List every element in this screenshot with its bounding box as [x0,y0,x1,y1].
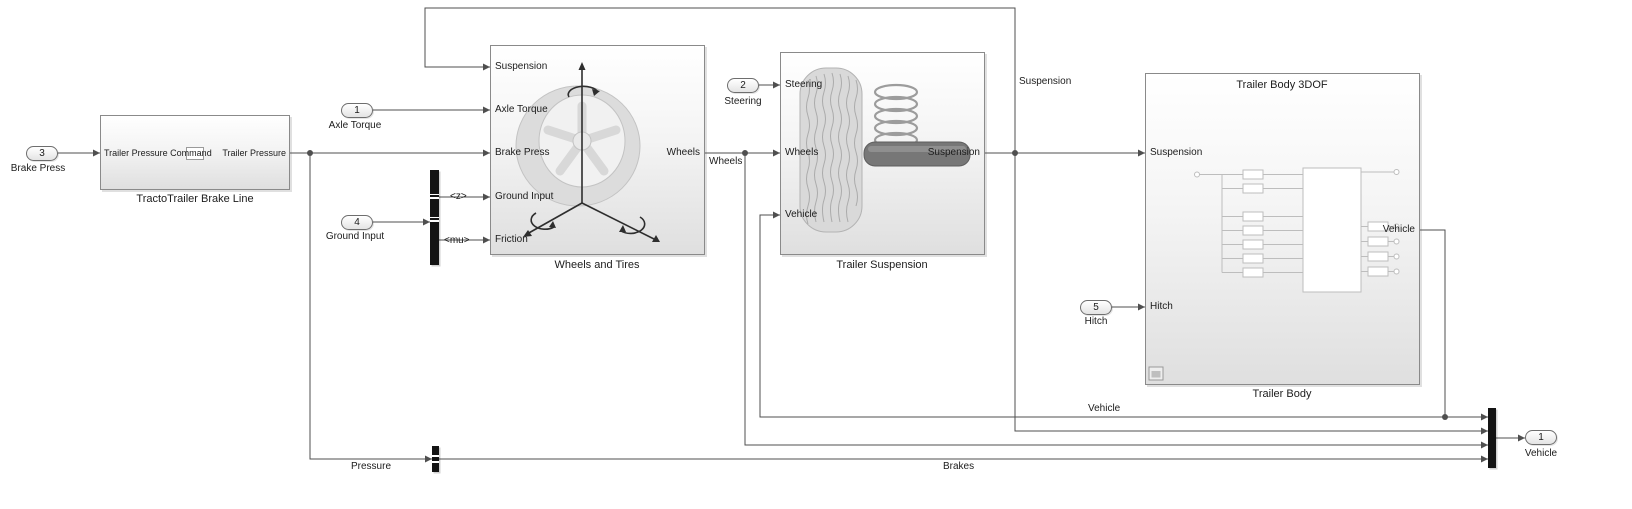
bus-selector-bar[interactable] [430,170,439,265]
ts-out-suspension: Suspension [927,147,980,158]
wt-in-suspension: Suspension [495,61,548,72]
tb-out-vehicle: Vehicle [1382,224,1415,235]
inport-axle-torque[interactable]: 1 [341,102,373,118]
brake-line-input-label: Trailer Pressure Command [104,148,212,158]
ts-in-vehicle: Vehicle [785,209,818,220]
outport-vehicle[interactable]: 1 [1525,430,1557,445]
pressure-mux-bar[interactable] [432,446,439,472]
wire-label-pressure: Pressure [351,461,392,472]
output-mux-bar[interactable] [1488,408,1496,468]
inport-steering[interactable]: 2 [727,77,759,93]
trailer-suspension-block-name: Trailer Suspension [836,259,928,271]
port-number: 3 [39,147,45,159]
port-number: 1 [354,104,360,116]
bus-signal-z-label: <z> [450,191,467,202]
wt-in-axle-torque: Axle Torque [495,104,548,115]
bus-port-notch [432,461,439,463]
tb-in-suspension: Suspension [1150,147,1203,158]
brake-line-output-label: Trailer Pressure [222,148,286,158]
outport-vehicle-label: Vehicle [1524,448,1558,459]
trailer-body-badge-icon [1148,366,1164,381]
brake-line-block-name: TractoTrailer Brake Line [136,193,254,205]
block-tractotrailer-brake-line[interactable] [100,115,290,190]
wheel-axes-arrows [526,66,657,241]
bus-signal-mu-label: <mu> [444,235,470,246]
inport-brake-press-label: Brake Press [10,163,66,174]
ts-in-wheels: Wheels [785,147,819,158]
port-number: 2 [740,79,746,91]
wire-label-suspension: Suspension [1019,76,1072,87]
inport-steering-label: Steering [724,96,762,107]
ts-in-steering: Steering [785,79,823,90]
wt-in-friction: Friction [495,234,528,245]
bus-port-notch [430,197,439,199]
inport-axle-torque-label: Axle Torque [328,120,382,131]
wt-out-wheels: Wheels [666,147,700,158]
trailer-body-title: Trailer Body 3DOF [1236,79,1328,91]
brake-line-subsystem-icon [186,147,204,160]
wt-in-brake-press: Brake Press [495,147,550,158]
wheel-tire-graphic [515,62,660,242]
port-number: 4 [354,216,360,228]
trailer-body-internal-diagram [1148,167,1400,381]
inport-brake-press[interactable]: 3 [26,145,58,161]
inport-ground-input[interactable]: 4 [341,214,373,230]
port-number: 1 [1538,432,1544,443]
port-number: 5 [1093,301,1099,313]
wire-label-wheels: Wheels [709,156,743,167]
bus-port-notch [430,216,439,218]
wheels-tires-block-name: Wheels and Tires [554,259,640,271]
tb-in-hitch: Hitch [1150,301,1173,312]
wt-in-ground-input: Ground Input [495,191,554,202]
wire-label-vehicle: Vehicle [1088,403,1121,414]
bus-port-notch [430,220,439,222]
trailer-body-block-name: Trailer Body [1252,388,1312,400]
suspension-tire-spring-graphic [799,67,971,233]
inport-ground-input-label: Ground Input [325,231,385,242]
inport-hitch[interactable]: 5 [1080,299,1112,315]
bus-port-notch [430,193,439,195]
inport-hitch-label: Hitch [1084,316,1108,327]
wire-junction-dots [307,150,1448,420]
signal-lines[interactable] [58,7,1525,460]
bus-port-notch [432,455,439,457]
wire-label-brakes: Brakes [943,461,975,472]
